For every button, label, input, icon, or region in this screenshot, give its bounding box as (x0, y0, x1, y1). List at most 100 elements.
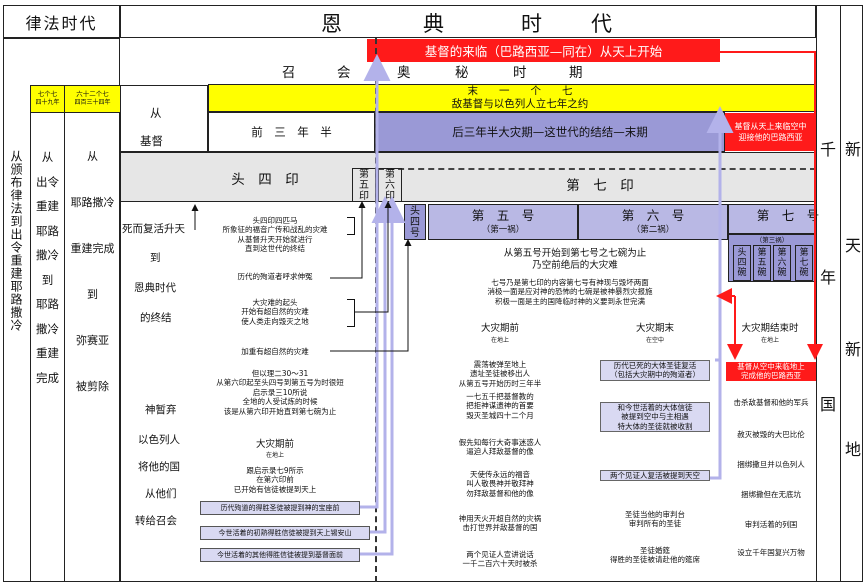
col-end-title: 大灾期结束时 (741, 323, 799, 334)
mystery-6: 期 (569, 65, 583, 81)
law-col-divider-1 (30, 85, 31, 582)
sixth-trumpet-label: 第 六 号 (621, 208, 685, 223)
bowls-intro: 从第五号开始到第七号之七碗为止 乃空前绝后的大灾难 (503, 248, 647, 271)
bowl-4: 第七碗 (795, 245, 813, 281)
pre-trib-title: 大灾期前 (255, 439, 294, 450)
end-item-3: 赦灭被毁的大巴比伦 (737, 430, 805, 439)
col-mid-sub: 在空中 (645, 337, 664, 344)
end-item-7: 设立千年国复兴万物 (737, 548, 805, 557)
bowl-3: 第六碗 (773, 245, 791, 281)
grace-title-3: 时 (521, 12, 542, 36)
millennium-char-7: 地 (845, 440, 862, 459)
pre-item-5: 神用天火开超自然的灾祸 击打世界并敌基督的国 (458, 514, 542, 533)
law-age-header: 律法时代 (3, 5, 120, 38)
rebuild-item-4: 到 (87, 288, 98, 301)
decree-item-9: 重建 (36, 346, 59, 360)
decree-item-4: 耶路 (36, 223, 59, 238)
note-daniel: 但以理二30～31 从第六印起至头四号到第五号为时很短 启示录三10所说 全地的… (216, 369, 344, 416)
four-seals-label: 头 四 印 (231, 172, 299, 188)
grace-title-1: 恩 (321, 12, 342, 36)
pre-trib-sub: 在地上 (265, 452, 284, 459)
last-seven-label: 末 一 个 七 (467, 85, 573, 97)
third-woe: （第三祸） (755, 236, 789, 244)
israel-2: 以色列人 (138, 434, 180, 446)
grace-title-2: 典 (423, 12, 444, 36)
decree-item-8: 撒冷 (36, 321, 59, 336)
sixth-trumpet-box (578, 204, 728, 240)
fifth-trumpet-woe: （第一祸） (481, 225, 525, 235)
millennium-char-5: 新 (845, 340, 862, 359)
millennium-divider (840, 5, 841, 582)
resurrection-3: 恩典时代 (134, 282, 176, 294)
millennium-char-1: 千 (820, 140, 837, 159)
israel-1: 神暂弃 (145, 404, 177, 416)
law-col-divider-2 (64, 85, 65, 582)
resurrection-4: 的终结 (140, 312, 172, 324)
rebuild-item-1: 从 (87, 150, 98, 163)
millennium-char-6: 国 (820, 395, 837, 414)
mid-item-2: 和今世活着的大体信徒 被提到空中与主相遇 特大体的圣徒就被收割 (600, 402, 710, 433)
millennium-char-4: 年 (820, 268, 837, 287)
mid-item-4: 圣徒当他的审判台 审判所有的圣徒 (625, 510, 685, 529)
mid-item-3: 两个见证人复活被提到天空 (600, 470, 710, 482)
christ-coming-banner: 基督的来临（巴路西亚—同在）从天上开始 (367, 39, 720, 62)
decree-item-7: 耶路 (36, 297, 59, 311)
rebuild-item-5: 弥赛亚 (76, 334, 109, 347)
mystery-5: 时 (513, 65, 527, 81)
law-row-divider (30, 85, 120, 86)
law-row-divider-2 (30, 112, 120, 113)
col-pre-title: 大灾期前 (480, 323, 519, 334)
first-four-trumpets: 头四号 (404, 204, 426, 240)
mid-item-1: 历代已死的大体圣徒复活 （包括大灾期中的殉道者） (600, 360, 710, 381)
resurrection-2: 到 (150, 252, 161, 264)
seven-trumpets-note: 七号乃是第七印的内容第七号有神现与毁坏两面 消极一面是应对神的恐怖的七碗是被神暴… (487, 278, 653, 306)
col-end-sub: 在地上 (760, 337, 779, 344)
fifth-trumpet-label: 第 五 号 (471, 208, 535, 223)
decree-item-2: 出令 (36, 174, 59, 189)
law-to-decree-vertical: 从颁布律法到出令重建耶路撒冷 (9, 150, 23, 332)
millennium-char-3: 天 (845, 236, 862, 255)
christ-column-box (120, 85, 208, 152)
decree-item-6: 到 (41, 272, 54, 287)
pre-item-3: 假先知每行大奇事迷惑人 逼迫人拜敌基督的像 (458, 438, 542, 457)
end-item-5: 捆绑撒但在无底坑 (741, 490, 801, 499)
christ-to-air-box: 基督从天上来临空中 迎接他的巴路西亚 (725, 113, 816, 151)
seventy-sevens-b: 六十二个七 (76, 90, 109, 98)
millennium-char-2: 新 (845, 140, 862, 159)
mid-item-5: 圣徒婚筵 得胜的圣徒被请赴他的筵席 (610, 546, 700, 565)
note-four-seals: 头四印四匹马 所象征的福音广传和战乱的灾难 从基督升天开始就进行 直到这世代的终… (222, 216, 328, 254)
mystery-1: 召 (282, 65, 296, 81)
pre-item-6: 两个见证人宣讲说话 一千二百六十天时被杀 (462, 550, 538, 569)
note-martyrs: 历代的殉道者呼求伸冤 (237, 272, 313, 281)
bowl-1: 头四碗 (733, 245, 751, 281)
grace-age-header: 恩 典 时 代 (120, 5, 816, 38)
first-half-box: 前 三 年 半 (208, 112, 375, 152)
decree-item-5: 撒冷 (36, 248, 59, 262)
end-item-4: 捆绑撒旦并以色列人 (737, 460, 805, 469)
decree-item-3: 重建 (36, 199, 59, 213)
bracket-1 (347, 217, 355, 235)
end-item-6: 审判活着的列国 (744, 520, 798, 529)
col-mid-title: 大灾期末 (635, 323, 674, 334)
pre-item-2: 一七五千把基督教的 把拒神谋遗神的首要 毁灭圣城四十二个月 (466, 392, 534, 420)
resurrection-1: 死而复活升天 (122, 223, 185, 235)
seventy-sevens-a2: 四十九年 (35, 99, 60, 106)
from-christ-1: 从 (150, 106, 162, 120)
rapture-martyrs: 历代殉道的得胜圣徒被提到神的宝座前 (200, 501, 360, 515)
rapture-firstfruits: 今世活着的初熟得胜信徒被提到天上锡安山 (200, 526, 370, 540)
tribulation-box: 后三年半大灾期—这世代的结结—末期 (375, 112, 725, 152)
seventy-sevens-a-box (31, 86, 64, 112)
sixth-seal-box: 第六印 (378, 168, 402, 202)
seventh-trumpet-label: 第 七 号 (756, 208, 820, 223)
end-item-2: 击杀敌基督和他的军兵 (733, 398, 809, 407)
seventy-sevens-b2: 四百三十四年 (74, 99, 111, 106)
note-rev7: 跟启示录七9所示 在第六印前 已开始有信徒被提到天上 (233, 466, 317, 494)
note-tribulation-start: 大灾难的起头 开始有超自然的灾难 使人类走向毁灭之地 (241, 298, 309, 326)
fifth-trumpet-box (428, 204, 578, 240)
seventy-sevens-b-box (65, 86, 120, 112)
rapture-others: 今世活着的其他得胜信徒被提到基督面前 (200, 548, 360, 562)
mystery-2: 会 (337, 65, 351, 81)
rebuild-item-6: 被剪除 (76, 380, 109, 393)
decree-item-10: 完成 (36, 370, 59, 385)
seventh-seal-label: 第 七 印 (566, 178, 634, 194)
